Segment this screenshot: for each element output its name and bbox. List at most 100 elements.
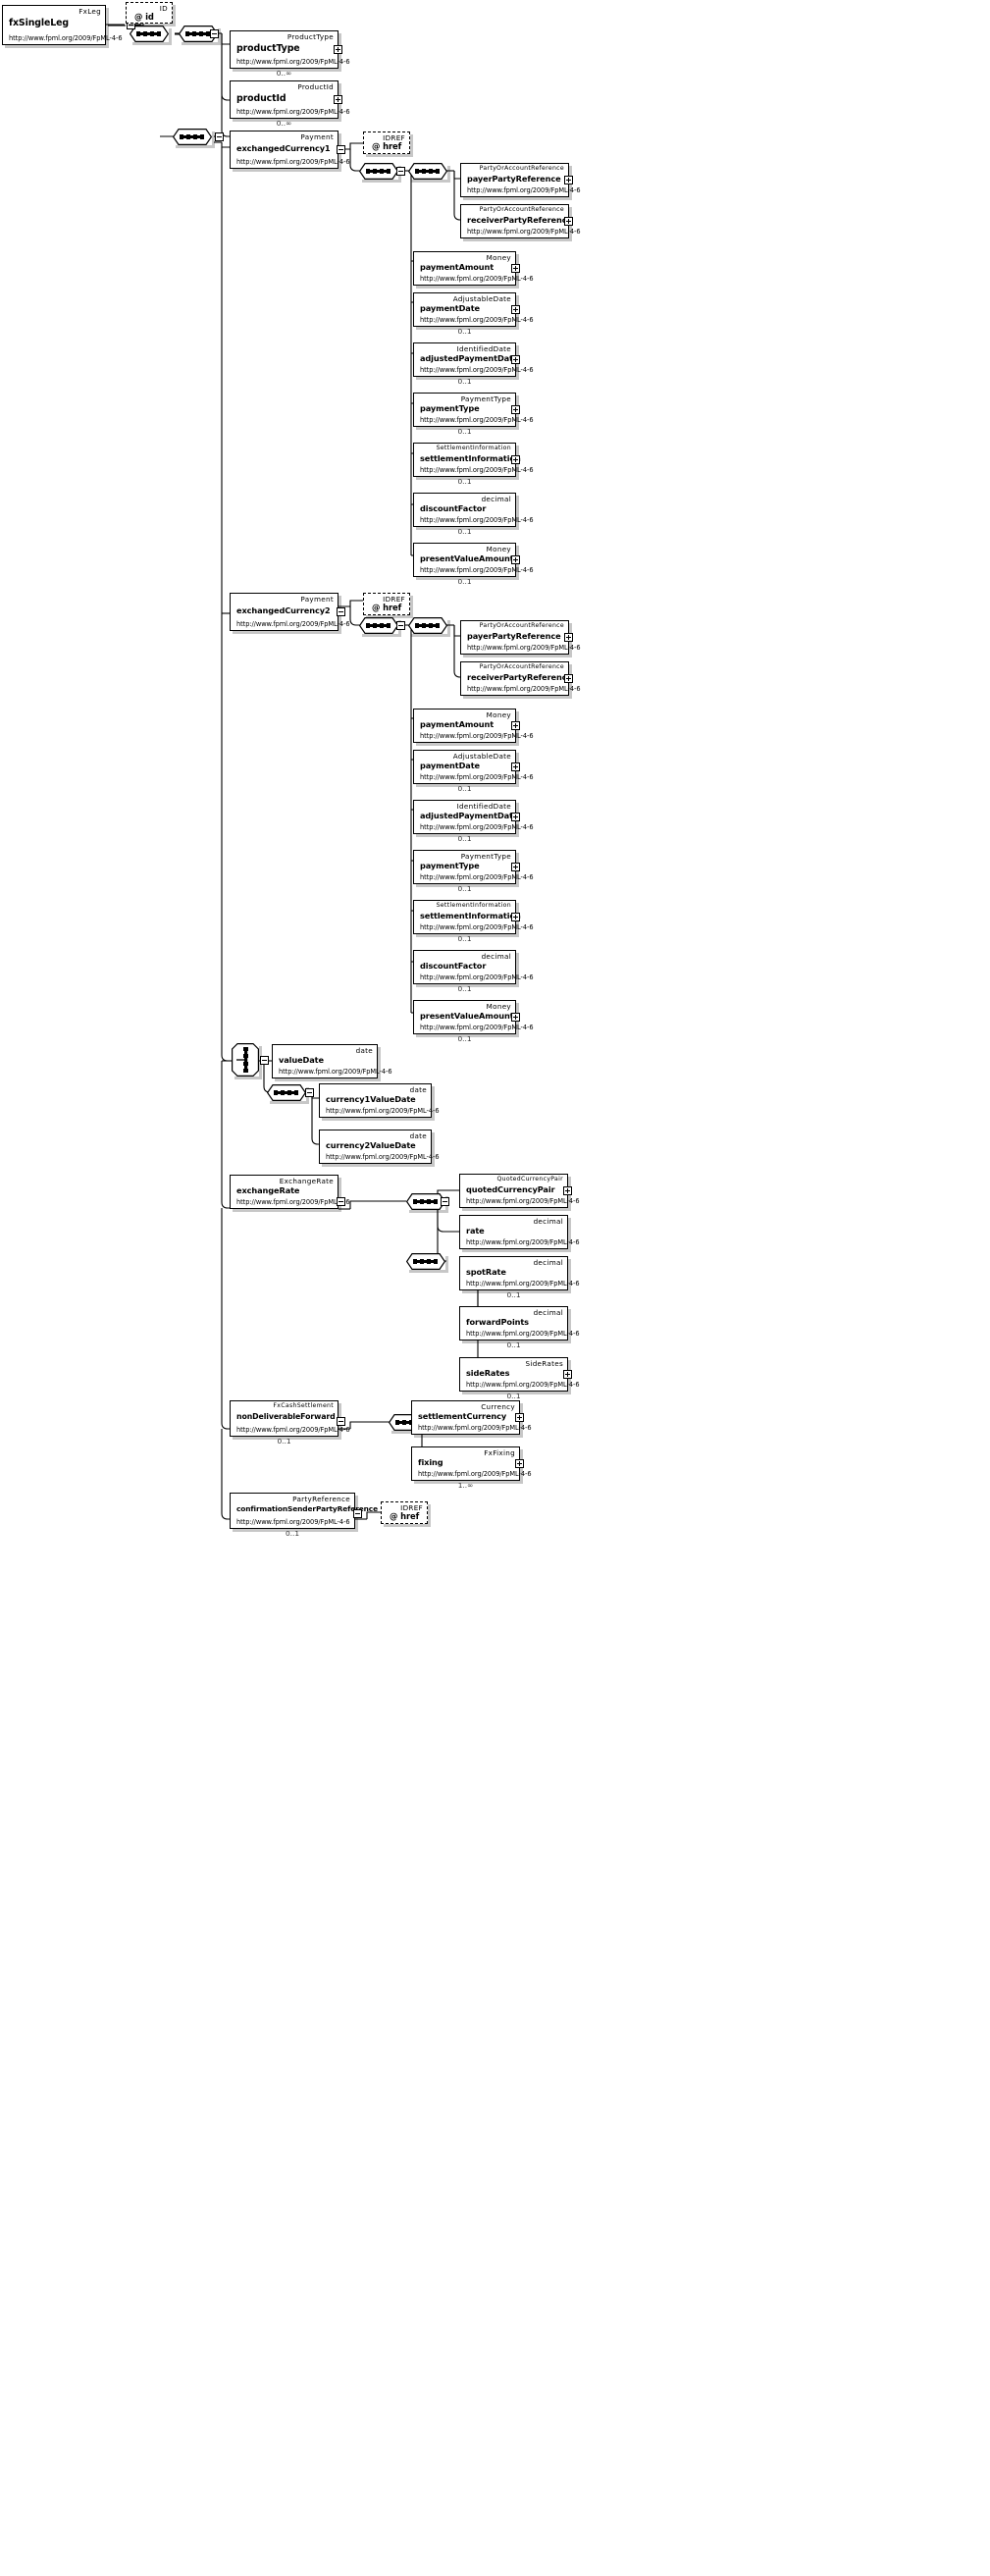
expand-toggle-icon[interactable] bbox=[564, 633, 573, 642]
element-fxSingleLeg[interactable]: FxLeg fxSingleLeg http://www.fpml.org/20… bbox=[2, 5, 123, 45]
expand-toggle-icon[interactable] bbox=[515, 1459, 524, 1468]
expand-toggle-icon[interactable] bbox=[511, 405, 520, 414]
element-receiverPartyReference-2[interactable]: PartyOrAccountReference receiverPartyRef… bbox=[460, 661, 581, 696]
element-receiverPartyReference-1[interactable]: PartyOrAccountReference receiverPartyRef… bbox=[460, 204, 581, 238]
expand-toggle-icon[interactable] bbox=[511, 762, 520, 771]
expand-toggle-icon[interactable] bbox=[334, 45, 342, 54]
expand-toggle-icon[interactable] bbox=[511, 863, 520, 871]
element-exchangeRate[interactable]: ExchangeRate exchangeRate http://www.fpm… bbox=[230, 1175, 350, 1209]
element-currency2ValueDate[interactable]: date currency2ValueDate http://www.fpml.… bbox=[319, 1130, 440, 1164]
element-productType[interactable]: ProductType productType http://www.fpml.… bbox=[230, 30, 350, 69]
attribute-href-exchangedCurrency1[interactable]: IDREF @ href bbox=[363, 131, 410, 154]
namespace-label: http://www.fpml.org/2009/FpML-4-6 bbox=[420, 275, 534, 283]
collapse-toggle-icon[interactable] bbox=[396, 621, 405, 630]
element-adjustedPaymentDate-1[interactable]: IdentifiedDate adjustedPaymentDate http:… bbox=[413, 342, 534, 377]
collapse-toggle-icon[interactable] bbox=[337, 607, 345, 616]
element-settlementCurrency[interactable]: Currency settlementCurrency http://www.f… bbox=[411, 1400, 532, 1435]
collapse-toggle-icon[interactable] bbox=[215, 132, 224, 141]
element-spotRate[interactable]: decimal spotRate http://www.fpml.org/200… bbox=[459, 1256, 580, 1290]
expand-toggle-icon[interactable] bbox=[511, 1013, 520, 1022]
element-exchangedCurrency1[interactable]: Payment exchangedCurrency1 http://www.fp… bbox=[230, 131, 350, 169]
element-nonDeliverableForward[interactable]: FxCashSettlement nonDeliverableForward h… bbox=[230, 1400, 350, 1437]
sequence-compositor-icon[interactable] bbox=[359, 617, 398, 634]
type-label: FxLeg bbox=[78, 7, 101, 16]
element-paymentType-1[interactable]: PaymentType paymentType http://www.fpml.… bbox=[413, 393, 534, 427]
expand-toggle-icon[interactable] bbox=[511, 555, 520, 564]
element-currency1ValueDate[interactable]: date currency1ValueDate http://www.fpml.… bbox=[319, 1083, 440, 1118]
element-paymentAmount-1[interactable]: Money paymentAmount http://www.fpml.org/… bbox=[413, 251, 534, 286]
occurrence-label: 0..1 bbox=[457, 577, 472, 586]
namespace-label: http://www.fpml.org/2009/FpML-4-6 bbox=[420, 773, 534, 781]
occurrence-label: 0..1 bbox=[285, 1529, 300, 1538]
sequence-compositor-icon[interactable] bbox=[408, 617, 447, 634]
namespace-label: http://www.fpml.org/2009/FpML-4-6 bbox=[418, 1470, 532, 1478]
element-rate[interactable]: decimal rate http://www.fpml.org/2009/Fp… bbox=[459, 1215, 580, 1249]
namespace-label: http://www.fpml.org/2009/FpML-4-6 bbox=[466, 1381, 580, 1389]
element-presentValueAmount-1[interactable]: Money presentValueAmount http://www.fpml… bbox=[413, 543, 534, 577]
element-adjustedPaymentDate-2[interactable]: IdentifiedDate adjustedPaymentDate http:… bbox=[413, 800, 534, 834]
expand-toggle-icon[interactable] bbox=[564, 674, 573, 683]
element-payerPartyReference-2[interactable]: PartyOrAccountReference payerPartyRefere… bbox=[460, 620, 581, 655]
sequence-compositor-icon[interactable] bbox=[173, 129, 212, 145]
element-paymentType-2[interactable]: PaymentType paymentType http://www.fpml.… bbox=[413, 850, 534, 884]
choice-compositor-icon[interactable] bbox=[232, 1043, 259, 1077]
type-label: ID bbox=[159, 4, 168, 13]
collapse-toggle-icon[interactable] bbox=[260, 1056, 269, 1065]
expand-toggle-icon[interactable] bbox=[511, 305, 520, 314]
element-forwardPoints[interactable]: decimal forwardPoints http://www.fpml.or… bbox=[459, 1306, 580, 1341]
attribute-href-confirmationSender[interactable]: IDREF @ href bbox=[381, 1501, 428, 1524]
collapse-toggle-icon[interactable] bbox=[353, 1509, 362, 1518]
expand-toggle-icon[interactable] bbox=[511, 455, 520, 464]
element-settlementInformation-1[interactable]: SettlementInformation settlementInformat… bbox=[413, 443, 534, 477]
expand-toggle-icon[interactable] bbox=[564, 176, 573, 184]
collapse-toggle-icon[interactable] bbox=[441, 1197, 449, 1206]
sequence-compositor-icon[interactable] bbox=[267, 1084, 306, 1101]
sequence-compositor-icon[interactable] bbox=[179, 26, 218, 42]
collapse-toggle-icon[interactable] bbox=[337, 145, 345, 154]
element-fixing[interactable]: FxFixing fixing http://www.fpml.org/2009… bbox=[411, 1446, 532, 1481]
attribute-href-exchangedCurrency2[interactable]: IDREF @ href bbox=[363, 593, 410, 615]
expand-toggle-icon[interactable] bbox=[563, 1186, 572, 1195]
sequence-compositor-icon[interactable] bbox=[359, 163, 398, 180]
sequence-compositor-icon[interactable] bbox=[130, 26, 169, 42]
expand-toggle-icon[interactable] bbox=[511, 355, 520, 364]
element-settlementInformation-2[interactable]: SettlementInformation settlementInformat… bbox=[413, 900, 534, 934]
expand-toggle-icon[interactable] bbox=[515, 1413, 524, 1422]
element-confirmationSenderPartyReference[interactable]: PartyReference confirmationSenderPartyRe… bbox=[230, 1493, 378, 1529]
element-name: payerPartyReference bbox=[467, 174, 561, 184]
element-valueDate[interactable]: date valueDate http://www.fpml.org/2009/… bbox=[272, 1044, 392, 1078]
collapse-toggle-icon[interactable] bbox=[305, 1088, 314, 1097]
occurrence-label: 0..1 bbox=[457, 934, 472, 943]
expand-toggle-icon[interactable] bbox=[511, 913, 520, 921]
occurrence-label: 0..1 bbox=[457, 984, 472, 993]
attribute-name: @ href bbox=[372, 603, 402, 612]
element-paymentAmount-2[interactable]: Money paymentAmount http://www.fpml.org/… bbox=[413, 709, 534, 743]
collapse-toggle-icon[interactable] bbox=[396, 167, 405, 176]
element-name: presentValueAmount bbox=[420, 553, 514, 563]
sequence-compositor-icon[interactable] bbox=[406, 1193, 445, 1210]
element-quotedCurrencyPair[interactable]: QuotedCurrencyPair quotedCurrencyPair ht… bbox=[459, 1174, 580, 1208]
expand-toggle-icon[interactable] bbox=[511, 721, 520, 730]
element-payerPartyReference-1[interactable]: PartyOrAccountReference payerPartyRefere… bbox=[460, 163, 581, 197]
collapse-toggle-icon[interactable] bbox=[337, 1197, 345, 1206]
expand-toggle-icon[interactable] bbox=[564, 217, 573, 226]
element-sideRates[interactable]: SideRates sideRates http://www.fpml.org/… bbox=[459, 1357, 580, 1392]
occurrence-label: 1..∞ bbox=[457, 1481, 474, 1490]
element-productId[interactable]: ProductId productId http://www.fpml.org/… bbox=[230, 80, 350, 119]
element-paymentDate-2[interactable]: AdjustableDate paymentDate http://www.fp… bbox=[413, 750, 534, 784]
element-discountFactor-1[interactable]: decimal discountFactor http://www.fpml.o… bbox=[413, 493, 534, 527]
expand-toggle-icon[interactable] bbox=[334, 95, 342, 104]
collapse-toggle-icon[interactable] bbox=[337, 1417, 345, 1426]
expand-toggle-icon[interactable] bbox=[563, 1370, 572, 1379]
element-presentValueAmount-2[interactable]: Money presentValueAmount http://www.fpml… bbox=[413, 1000, 534, 1034]
element-discountFactor-2[interactable]: decimal discountFactor http://www.fpml.o… bbox=[413, 950, 534, 984]
sequence-compositor-icon[interactable] bbox=[408, 163, 447, 180]
expand-toggle-icon[interactable] bbox=[511, 264, 520, 273]
sequence-compositor-icon[interactable] bbox=[406, 1253, 445, 1270]
element-paymentDate-1[interactable]: AdjustableDate paymentDate http://www.fp… bbox=[413, 292, 534, 327]
collapse-toggle-icon[interactable] bbox=[210, 29, 219, 38]
expand-toggle-icon[interactable] bbox=[511, 813, 520, 821]
type-label: Payment bbox=[300, 595, 334, 604]
attribute-id[interactable]: ID @ id bbox=[126, 2, 173, 24]
element-exchangedCurrency2[interactable]: Payment exchangedCurrency2 http://www.fp… bbox=[230, 593, 350, 631]
